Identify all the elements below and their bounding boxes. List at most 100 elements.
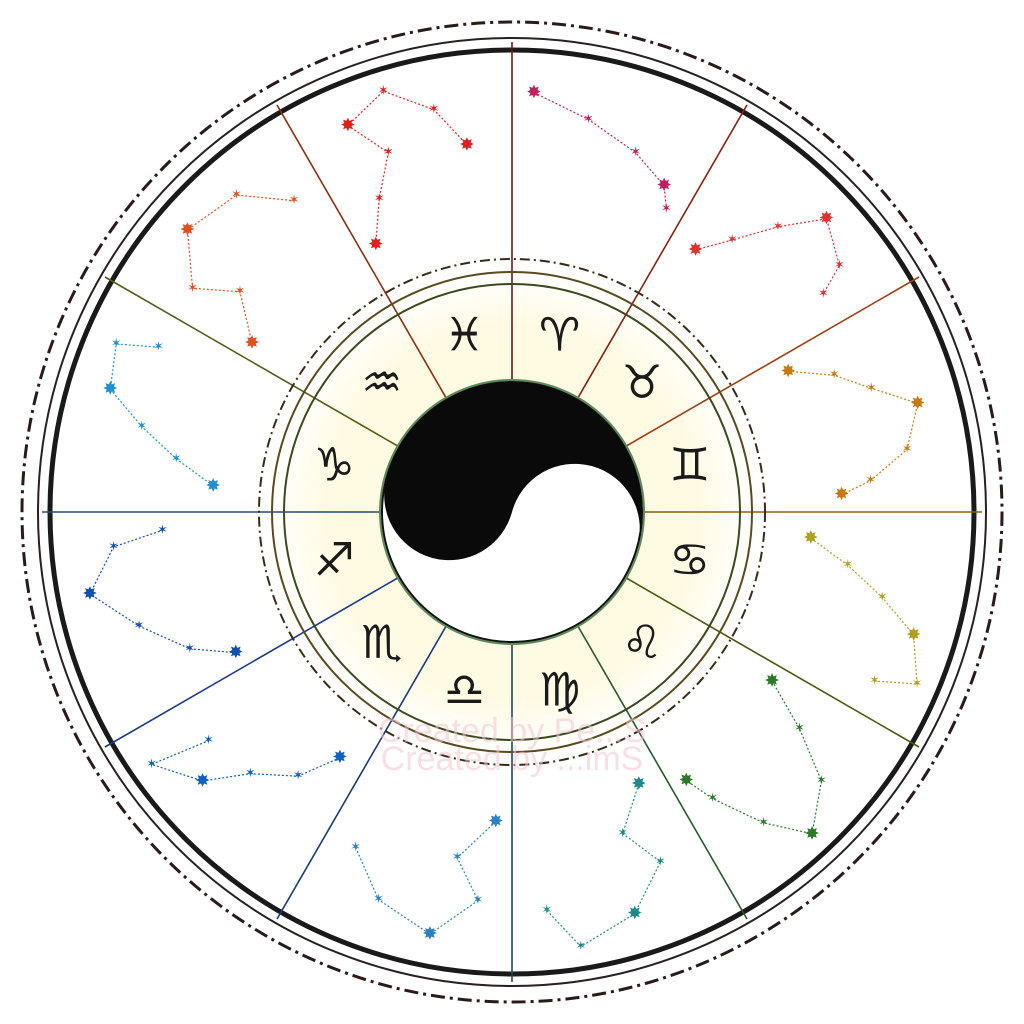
star-icon: ✶ <box>184 641 195 656</box>
star-icon: ✶ <box>834 258 845 273</box>
star-icon: ✸ <box>657 175 672 196</box>
constellation-scorpio: ✸✶✶✸✶✶ <box>146 733 347 791</box>
constellation-line <box>346 90 468 245</box>
constellation-capricorn: ✸✶✶✸✶✶ <box>103 336 221 496</box>
star-icon: ✸ <box>688 239 703 260</box>
pisces-glyph-icon: ♓︎ <box>444 307 485 361</box>
constellation-leo: ✸✶✶✸✶✶✸ <box>679 670 827 844</box>
star-icon: ✶ <box>108 539 119 554</box>
svg-text:Created by Pe...S: Created by Pe...S <box>378 712 646 750</box>
constellation-virgo: ✸✶✶✸✶✶ <box>541 773 666 954</box>
constellation-line <box>546 783 662 948</box>
star-icon: ✸ <box>195 770 210 791</box>
star-icon: ✶ <box>171 451 182 466</box>
star-icon: ✸ <box>488 811 503 832</box>
star-icon: ✶ <box>727 232 738 247</box>
scorpio-glyph-icon: ♏︎ <box>361 615 402 669</box>
constellation-line <box>89 529 236 654</box>
inner-rings <box>258 258 766 766</box>
star-icon: ✶ <box>378 84 389 99</box>
constellation-layer: ✸ ✶ ✶ ✸ ✶ ✶ ✸ ✸ ✶ ✶ ✸ ✶ ✸ ✶ ✶ ✸ ✶ ✶ ✸ ✶ ✶ ✸ ✶ ✶ ✸ ✸ ✶ ✶ ✸ ✶ ✶ ✸ ✶ ✶ ✸ ✶ ✶ ✸ ✸ ✶… <box>82 82 925 954</box>
star-icon: ✸ <box>526 82 541 103</box>
star-icon: ✶ <box>829 368 840 383</box>
star-icon: ✶ <box>655 854 666 869</box>
star-icon: ✶ <box>583 112 594 127</box>
star-icon: ✶ <box>869 674 880 689</box>
star-icon: ✶ <box>773 219 784 234</box>
star-icon: ✶ <box>350 840 361 855</box>
star-icon: ✸ <box>103 379 118 400</box>
star-icon: ✸ <box>244 333 259 354</box>
star-icon: ✸ <box>679 770 694 791</box>
star-icon: ✶ <box>630 145 641 160</box>
star-icon: ✶ <box>541 903 552 918</box>
star-icon: ✶ <box>473 893 484 908</box>
star-icon: ✶ <box>146 757 157 772</box>
constellation-line <box>810 537 918 685</box>
constellation-aries: ✸ ✶ ✶ ✸ ✶ <box>526 82 671 216</box>
aquarius-glyph-icon: ♒︎ <box>361 355 402 409</box>
constellation-line <box>109 343 214 487</box>
star-icon: ✶ <box>661 202 672 217</box>
constellation-line <box>186 194 295 344</box>
star-icon: ✸ <box>206 475 221 496</box>
star-icon: ✶ <box>794 721 805 736</box>
constellation-line <box>788 370 919 496</box>
star-icon: ✶ <box>235 284 246 299</box>
leo-glyph-icon: ♌︎ <box>621 615 662 669</box>
star-icon: ✶ <box>452 850 463 865</box>
star-icon: ✸ <box>368 234 383 255</box>
star-icon: ✶ <box>866 381 877 396</box>
star-icon: ✶ <box>187 281 198 296</box>
house-divider-line <box>625 276 920 447</box>
svg-text:Created by ...imS: Created by ...imS <box>381 740 644 778</box>
star-icon: ✶ <box>842 558 853 573</box>
constellation-sagittarius: ✸✶✶✸✶✶ <box>82 523 243 663</box>
star-icon: ✸ <box>803 528 818 549</box>
star-icon: ✶ <box>877 590 888 605</box>
star-icon: ✶ <box>134 619 145 634</box>
star-icon: ✶ <box>289 193 300 208</box>
star-icon: ✶ <box>374 192 385 207</box>
house-divider-line <box>276 104 447 399</box>
taurus-glyph-icon: ♉︎ <box>621 355 662 409</box>
star-icon: ✶ <box>203 733 214 748</box>
gemini-glyph-icon: ♊︎ <box>669 437 710 491</box>
star-icon: ✶ <box>617 826 628 841</box>
star-icon: ✶ <box>575 939 586 954</box>
star-icon: ✸ <box>459 134 474 155</box>
constellation-pisces: ✸✶✶✸✶✶✸ <box>340 84 474 255</box>
cancer-glyph-icon: ♋︎ <box>669 533 710 587</box>
house-divider-line <box>625 577 920 748</box>
star-icon: ✶ <box>865 473 876 488</box>
constellation-line <box>533 92 667 210</box>
house-dividers <box>42 42 982 982</box>
star-icon: ✸ <box>340 115 355 136</box>
star-icon: ✶ <box>293 769 304 784</box>
star-icon: ✸ <box>834 484 849 505</box>
sagittarius-glyph-icon: ♐︎ <box>314 533 355 587</box>
constellation-cancer: ✸✶✶✸✶✶ <box>803 528 922 692</box>
star-icon: ✶ <box>818 287 829 302</box>
aries-glyph-icon: ♈︎ <box>539 307 580 361</box>
yin-yang-icon <box>381 381 643 643</box>
star-icon: ✶ <box>231 188 242 203</box>
star-icon: ✸ <box>781 361 796 382</box>
star-icon: ✶ <box>111 336 122 351</box>
star-icon: ✸ <box>805 823 820 844</box>
star-icon: ✶ <box>157 523 168 538</box>
virgo-glyph-icon: ♍︎ <box>539 663 580 717</box>
star-icon: ✸ <box>332 747 347 768</box>
constellation-gemini: ✸✶✶✸✶✶✸ <box>781 361 926 505</box>
sign-glyph-layer: ♓︎♈︎♉︎♊︎♋︎♌︎♍︎♎︎♏︎♐︎♑︎♒︎ <box>314 307 711 716</box>
star-icon: ✸ <box>180 219 195 240</box>
star-icon: ✶ <box>758 815 769 830</box>
star-icon: ✶ <box>816 773 827 788</box>
star-icon: ✸ <box>910 393 925 414</box>
house-divider-line <box>276 625 447 920</box>
star-icon: ✸ <box>906 624 921 645</box>
star-icon: ✸ <box>422 924 437 945</box>
star-icon: ✸ <box>82 584 97 605</box>
constellation-aquarius: ✸ ✶ ✶ ✸ ✶ ✶ <box>180 188 300 354</box>
